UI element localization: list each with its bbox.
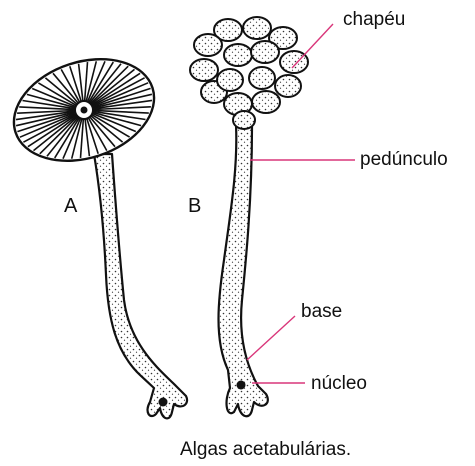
specimen-a-stalk	[94, 154, 187, 418]
specimen-a-letter: A	[64, 196, 77, 216]
label-base: base	[301, 302, 342, 321]
specimen-b-letter: B	[188, 196, 201, 216]
specimen-b-stalk	[219, 125, 268, 416]
specimen-b	[190, 17, 308, 416]
figure-caption: Algas acetabulárias.	[180, 440, 351, 459]
specimen-a-cap	[1, 42, 168, 178]
specimen-b-cap	[190, 17, 308, 129]
label-cap: chapéu	[343, 10, 405, 29]
leader-line-cap	[292, 24, 333, 68]
label-stalk: pedúnculo	[360, 150, 448, 169]
specimen-a-nucleus	[159, 398, 168, 407]
specimen-a	[1, 42, 187, 418]
specimen-b-nucleus	[237, 381, 246, 390]
label-nucleus: núcleo	[311, 374, 367, 393]
leader-line-base	[247, 316, 295, 360]
